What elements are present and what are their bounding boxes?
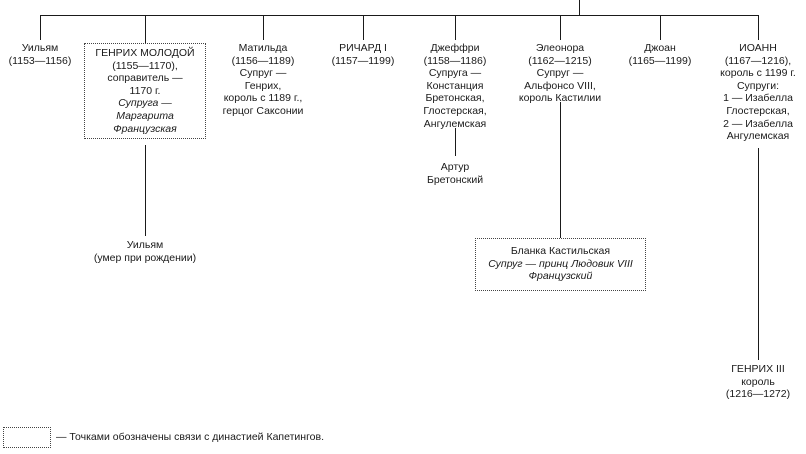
spouse-line: герцог Саксонии: [222, 104, 304, 117]
legend-text: — Точками обозначены связи с династией К…: [56, 431, 325, 443]
name-line: Уильям: [21, 42, 59, 54]
person-matilda: Матильда (1156—1189) Супруг — Генрих, ко…: [213, 42, 313, 118]
name-line: Артур: [440, 161, 470, 173]
name-line: ГЕНРИХ III: [731, 363, 785, 375]
info-line: король: [741, 375, 775, 388]
spouse-line: Глостерская,: [726, 104, 790, 117]
dates-line: (1165—1199): [628, 54, 692, 67]
name-line: Бланка Кастильская: [510, 245, 611, 257]
person-geoffrey: Джеффри (1158—1186) Супруга — Констанция…: [410, 42, 500, 130]
spouse-line: Маргарита: [116, 109, 174, 122]
spouse-line: Ангулемская: [726, 130, 790, 143]
info-line: 1170 г.: [129, 84, 161, 97]
spouse-line: Французская: [113, 122, 177, 135]
dates-line: (1167—1216),: [724, 54, 792, 67]
spouse-line: король с 1189 г.,: [223, 92, 303, 105]
person-henry-the-young-king: ГЕНРИХ МОЛОДОЙ (1155—1170), соправитель …: [84, 43, 206, 140]
spouse-line: Французский: [528, 270, 593, 283]
spouse-line: Супруг — принц Людовик VIII: [488, 257, 633, 270]
name-line: Уильям: [126, 239, 164, 251]
name-line: Джоан: [644, 42, 676, 54]
spouse-line: Бретонская,: [425, 92, 485, 105]
spouse-line: Глостерская,: [423, 104, 487, 117]
name-line: Джеффри: [430, 42, 480, 54]
dates-line: (1216—1272): [725, 388, 791, 401]
spouse-line: король Кастилии: [518, 92, 602, 105]
legend-dotted-box-sample: [3, 427, 51, 448]
spouse-line: 2 — Изабелла: [723, 117, 793, 130]
dates-line: (1157—1199): [331, 54, 395, 67]
dates-line: (1156—1189): [231, 54, 295, 67]
dates-line: (1162—1215): [528, 54, 592, 67]
spouse-line: Супруг —: [239, 67, 287, 80]
person-joan: Джоан (1165—1199): [620, 42, 700, 67]
person-eleanor: Элеонора (1162—1215) Супруг — Альфонсо V…: [515, 42, 605, 105]
person-william-infant: Уильям (умер при рождении): [80, 239, 210, 264]
person-william: Уильям (1153—1156): [0, 42, 80, 67]
name-line: Бретонский: [426, 173, 484, 186]
name-line: Матильда: [238, 42, 288, 54]
dates-line: (1158—1186): [423, 54, 487, 67]
name-line: Элеонора: [535, 42, 585, 54]
person-blanche-of-castile: Бланка Кастильская Супруг — принц Людови…: [475, 238, 646, 291]
spouse-line: 1 — Изабелла: [723, 92, 793, 105]
spouse-line: Супруги:: [736, 79, 780, 92]
info-line: король с 1199 г.: [720, 67, 796, 80]
spouse-line: Супруга —: [118, 97, 172, 110]
spouse-line: Супруг —: [536, 67, 584, 80]
person-henry-iii: ГЕНРИХ III король (1216—1272): [710, 363, 806, 401]
name-line: ГЕНРИХ МОЛОДОЙ: [95, 47, 195, 59]
person-richard-i: РИЧАРД I (1157—1199): [323, 42, 403, 67]
dates-line: (1153—1156): [8, 54, 72, 67]
spouse-line: Констанция: [426, 79, 484, 92]
person-arthur-of-brittany: Артур Бретонский: [410, 161, 500, 186]
person-john: ИОАНН (1167—1216), король с 1199 г. Супр…: [710, 42, 806, 143]
spouse-line: Альфонсо VIII,: [524, 79, 596, 92]
name-line: ИОАНН: [739, 42, 777, 54]
info-line: соправитель —: [107, 72, 183, 85]
name-line: РИЧАРД I: [339, 42, 387, 54]
dates-line: (1155—1170),: [112, 59, 178, 72]
info-line: (умер при рождении): [93, 251, 197, 264]
spouse-line: Генрих,: [244, 79, 282, 92]
spouse-line: Супруга —: [428, 67, 482, 80]
spouse-line: Ангулемская: [423, 117, 487, 130]
